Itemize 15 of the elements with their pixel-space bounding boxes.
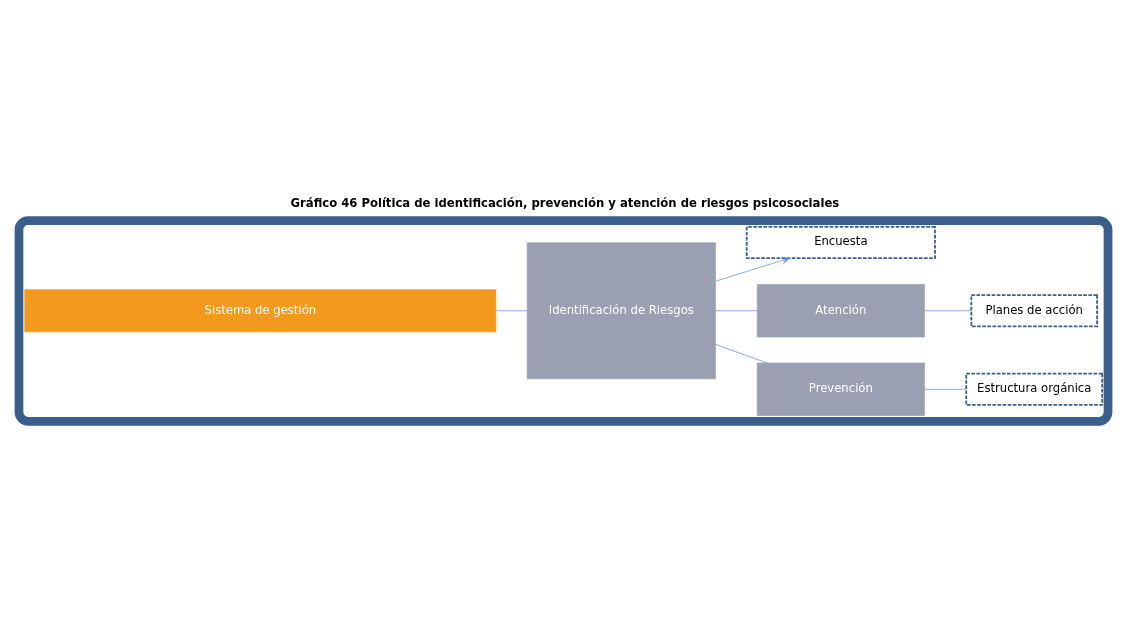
node-box: Planes de acción [970, 293, 1098, 327]
connector [924, 388, 967, 390]
arrow [715, 256, 791, 282]
connector [715, 309, 758, 311]
node-box: Atención [756, 283, 925, 337]
node-box: Identificación de Riesgos [526, 241, 716, 379]
cluster [14, 215, 1113, 426]
connector [495, 309, 528, 311]
connector [924, 309, 972, 311]
node-box: Encuesta [745, 225, 936, 259]
diagram-title: Gráfico 46 Política de identificación, prevención y atención de riesgos psicosociales [290, 195, 840, 210]
node-box: Prevención [756, 362, 925, 416]
connector [715, 343, 768, 363]
node-box: Estructura orgánica [965, 372, 1104, 406]
node-box: Sistema de gestión [24, 288, 497, 332]
